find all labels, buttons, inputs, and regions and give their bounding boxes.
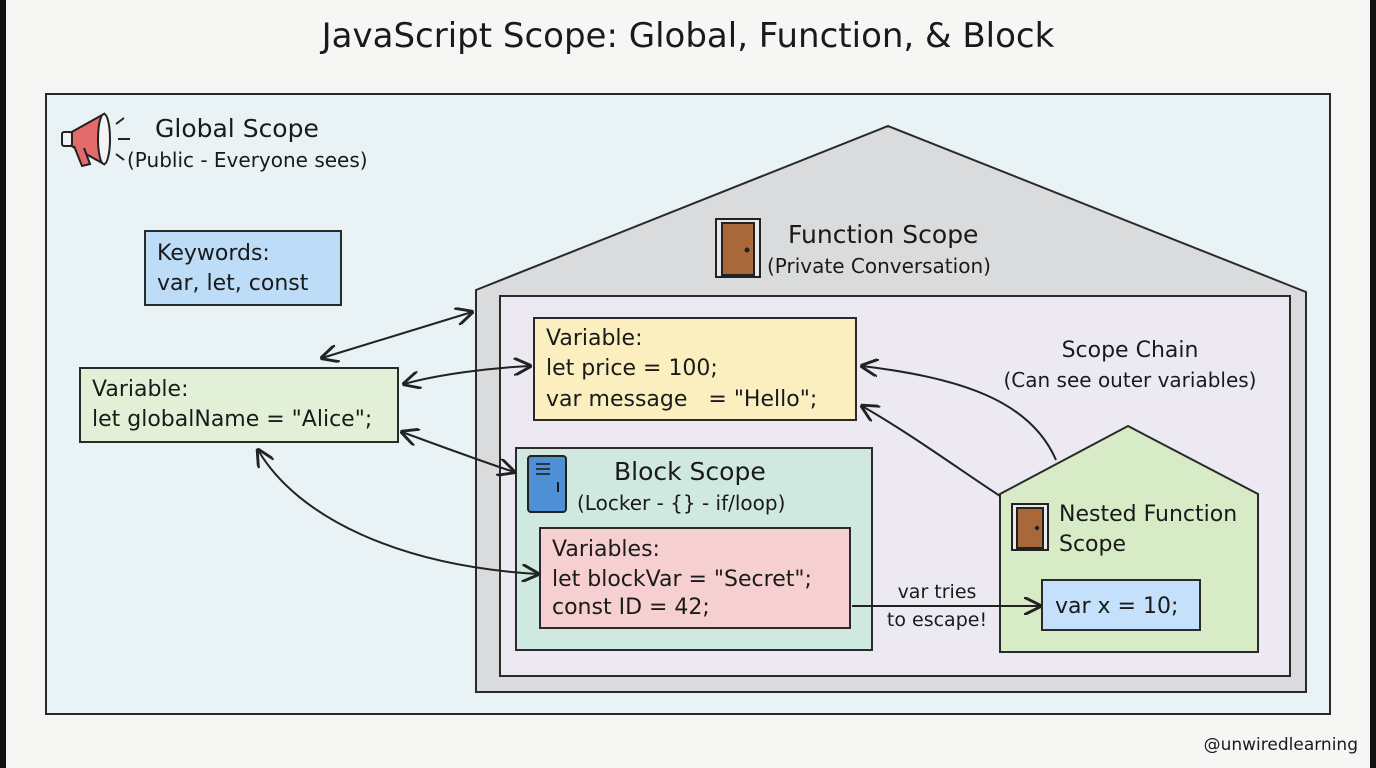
arrow-global-var-to-block-vars [258, 450, 538, 574]
credit-handle: @unwiredlearning [1204, 735, 1358, 755]
function-variable-price: let price = 100; [546, 356, 718, 381]
block-variables-id: const ID = 42; [552, 595, 710, 620]
keywords-label: Keywords: [157, 241, 270, 266]
arrow-global-var-to-function-var [404, 366, 530, 384]
right-frame-edge [1370, 0, 1376, 768]
function-scope-heading: Function Scope [788, 220, 978, 249]
global-variable-code: let globalName = "Alice"; [92, 407, 372, 432]
function-variable-label: Variable: [546, 326, 643, 351]
global-variable-label: Variable: [92, 377, 189, 402]
arrow-global-to-function [322, 312, 472, 358]
function-variable-box [533, 317, 857, 421]
locker-icon [527, 455, 567, 513]
global-variable-box [79, 367, 399, 443]
megaphone-icon [61, 112, 130, 168]
function-variable-message: var message = "Hello"; [546, 387, 817, 412]
keywords-list: var, let, const [157, 271, 309, 296]
scope-chain-subheading: (Can see outer variables) [1004, 368, 1257, 392]
keywords-box [144, 230, 342, 306]
block-variables-box [539, 527, 851, 629]
block-variables-label: Variables: [552, 537, 660, 562]
block-scope-heading: Block Scope [614, 457, 766, 486]
escape-label-line1: var tries [898, 581, 977, 603]
arrow-scope-chain-upper [862, 366, 1057, 461]
block-variables-blockvar: let blockVar = "Secret"; [552, 567, 812, 592]
door-icon [1011, 503, 1049, 551]
arrow-scope-chain-lower [862, 406, 1001, 497]
escape-label-line2: to escape! [887, 609, 987, 631]
global-scope-subheading: (Public - Everyone sees) [127, 148, 368, 172]
diagram-title: JavaScript Scope: Global, Function, & Bl… [320, 16, 1055, 56]
scope-chain-heading: Scope Chain [1062, 338, 1199, 363]
block-scope-subheading: (Locker - {} - if/loop) [577, 491, 785, 515]
function-scope-subheading: (Private Conversation) [767, 254, 991, 278]
global-scope-heading: Global Scope [155, 114, 319, 143]
nested-function-heading-scope: Scope [1059, 532, 1126, 557]
nested-variable-code: var x = 10; [1055, 594, 1178, 619]
left-frame-edge [0, 0, 6, 768]
nested-function-heading: Nested Function [1059, 502, 1237, 527]
nested-variable-box [1041, 579, 1201, 631]
door-icon [715, 218, 761, 278]
